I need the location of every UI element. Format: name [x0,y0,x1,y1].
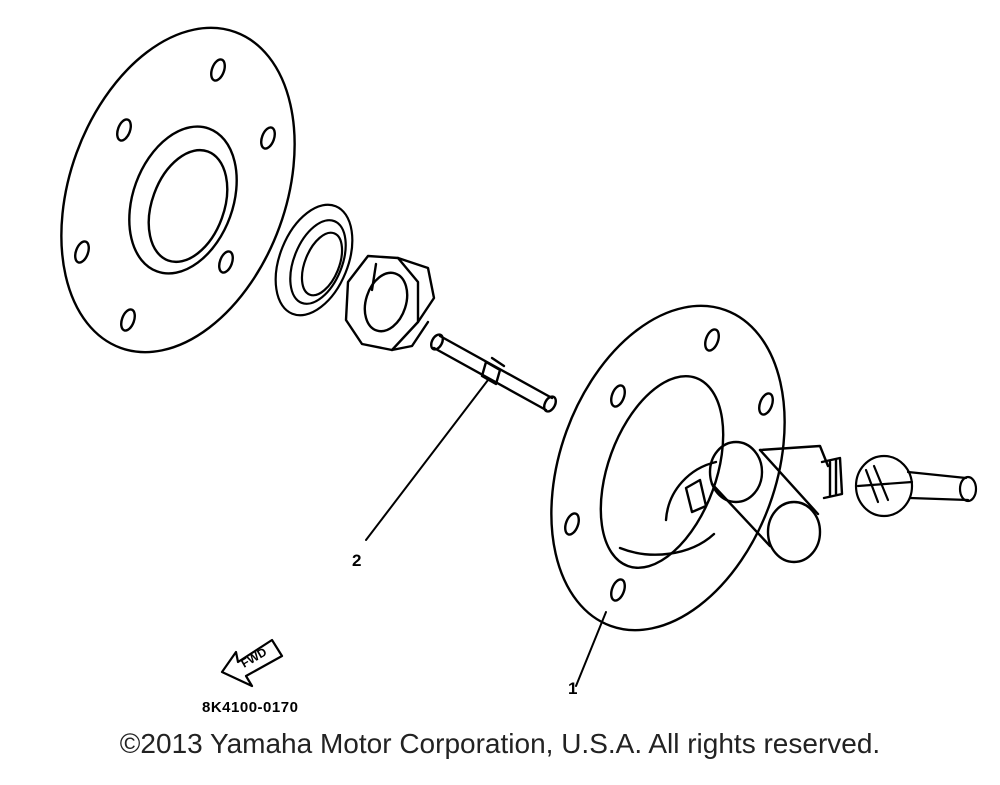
callout-label-2: 2 [352,551,361,570]
hub-flange-part-1 [550,304,786,632]
reference-code: 8K4100-0170 [202,699,298,716]
callout-label-1: 1 [568,679,577,698]
copyright-notice: ©2013 Yamaha Motor Corporation, U.S.A. A… [119,728,881,759]
washer [274,203,354,317]
forward-arrow-icon: FWD [220,638,284,688]
pin-part-2 [430,333,557,413]
flange-plate [60,26,296,354]
hub-shaft [684,440,844,564]
hex-nut [344,254,436,352]
leader-line-part-2 [365,379,489,541]
end-fitting [854,454,978,518]
leader-line-part-1 [575,611,607,687]
